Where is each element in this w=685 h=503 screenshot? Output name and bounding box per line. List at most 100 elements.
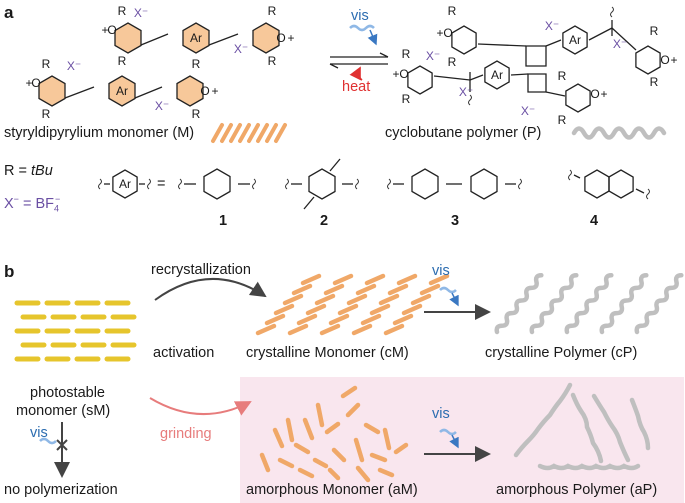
R-group: R: [118, 4, 127, 18]
ar-label: Ar: [569, 33, 581, 47]
ring-outline: [114, 22, 142, 54]
R-group: R: [558, 113, 567, 127]
ring-outline: [635, 45, 661, 75]
positive-charge: +: [670, 53, 677, 67]
aP-chain: [591, 393, 631, 463]
anion-x: X⁻: [134, 6, 148, 20]
aM-rod: [369, 452, 388, 463]
R-group: R: [192, 107, 201, 121]
vis-label-am: vis: [432, 406, 450, 422]
panel-a-label: a: [4, 3, 14, 22]
naphthalene-ring: [584, 169, 610, 199]
benzene-ring: [203, 168, 231, 200]
aP-chain: [570, 392, 604, 464]
aM-rod: [353, 437, 365, 463]
anion-x: X⁻: [426, 49, 440, 63]
monomer-rod: [274, 123, 287, 143]
compound-1: 1: [219, 213, 228, 229]
cM-rod: [319, 323, 341, 336]
cM-rod: [364, 273, 386, 286]
monomer-rod: [256, 123, 269, 143]
cM-label: crystalline Monomer (cM): [246, 345, 409, 361]
oxygen-atom: O: [107, 23, 116, 37]
bond: [573, 174, 581, 179]
pyrylium-ring: [635, 45, 661, 75]
ring-outline: [411, 168, 439, 200]
vis-ray: [367, 29, 378, 46]
positive-charge: +: [101, 23, 108, 37]
wavy-bond: [285, 178, 289, 190]
monomer-rod: [265, 123, 278, 143]
vis-ray: [449, 292, 459, 307]
aryl-ring: [112, 169, 138, 199]
positive-charge: +: [211, 84, 218, 98]
R-group: R: [448, 55, 457, 69]
aM-rod: [312, 457, 329, 469]
cM-rod: [378, 293, 400, 306]
bond: [588, 27, 613, 41]
pyrylium-ring: [176, 75, 204, 107]
aM-rod: [315, 402, 325, 428]
bond: [545, 91, 566, 97]
arrow-head: [329, 63, 339, 69]
cyclobutane-ring: [527, 73, 547, 93]
wavy-bond: [518, 178, 522, 190]
R-group: R: [42, 57, 51, 71]
vis-label-sm: vis: [30, 425, 48, 441]
aM-rod: [293, 442, 311, 455]
cM-rod: [346, 293, 368, 306]
aP-chain: [629, 397, 651, 451]
aP-chain: [537, 463, 641, 471]
cP-chain: [529, 273, 579, 335]
cM-rod: [396, 273, 418, 286]
ring-outline: [562, 25, 588, 55]
aM-rod: [377, 467, 395, 478]
monomer-rod: [229, 123, 242, 143]
grinding-label: grinding: [160, 426, 212, 442]
R-group: R: [448, 4, 457, 18]
bond: [611, 27, 637, 51]
grinding-arrow: [149, 397, 252, 416]
oxygen-atom: O: [590, 87, 599, 101]
bond: [477, 43, 527, 47]
aM-rod: [277, 457, 295, 469]
cM-rod: [383, 323, 405, 336]
aM-rod: [393, 442, 409, 455]
R-group: R: [650, 24, 659, 38]
ring-outline: [182, 22, 210, 54]
cM-rod: [282, 293, 304, 306]
r-definition: R = tBu: [4, 163, 53, 179]
aM-rod: [297, 467, 315, 479]
vis-label-c: vis: [432, 263, 450, 279]
cM-rod: [337, 303, 359, 316]
anion-x: X⁻: [459, 85, 473, 99]
cM-rod: [419, 283, 441, 296]
aP-label: amorphous Polymer (aP): [496, 482, 658, 498]
aM-rod: [302, 417, 315, 441]
naphthalene-ring: [608, 169, 634, 199]
polymer-chain: [599, 273, 649, 335]
polymer-wave: [571, 126, 667, 140]
biphenyl-ring: [411, 168, 439, 200]
cross-mark: [56, 439, 68, 451]
compound-2: 2: [320, 213, 329, 229]
polymer-chain: [529, 273, 579, 335]
light-wave: [439, 428, 457, 436]
aM-rod: [327, 467, 341, 481]
cM-rod: [387, 283, 409, 296]
aryl-ring: [182, 22, 210, 54]
polymer-chain: [634, 273, 684, 335]
ar-equals: =: [157, 176, 166, 192]
R-group: R: [118, 54, 127, 68]
cM-rod: [323, 283, 345, 296]
pyrylium-ring: [407, 65, 433, 95]
aM-rod: [324, 421, 341, 435]
cM-rod: [328, 313, 350, 326]
vis-label-a: vis: [351, 8, 369, 24]
photostable-label: photostable: [30, 385, 105, 401]
R-group: R: [558, 69, 567, 83]
aM-rod: [382, 427, 392, 451]
